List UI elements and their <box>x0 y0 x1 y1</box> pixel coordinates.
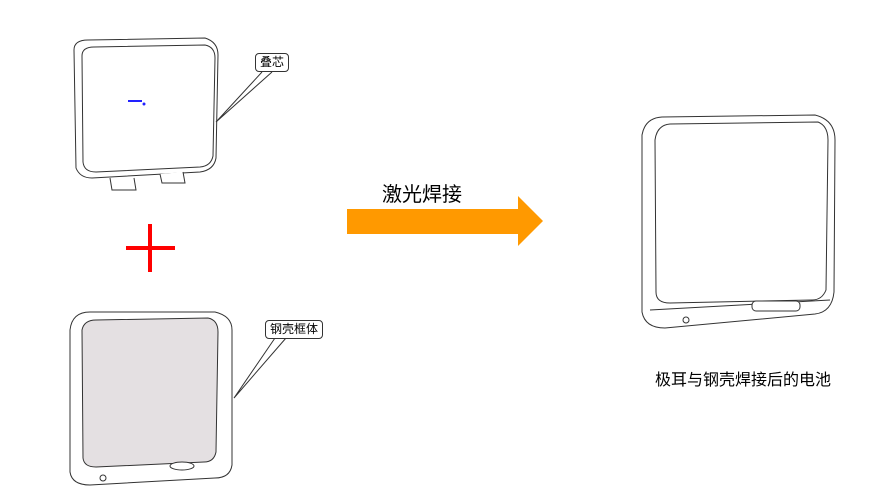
process-arrow-icon <box>347 196 543 246</box>
welded-battery-drawing <box>641 114 836 329</box>
plus-icon <box>126 224 175 272</box>
stack-core-drawing <box>73 37 219 191</box>
steel-shell-drawing <box>69 311 233 486</box>
result-caption: 极耳与钢壳焊接后的电池 <box>655 370 832 389</box>
process-label: 激光焊接 <box>382 182 462 206</box>
shell-leader <box>233 337 287 399</box>
stack-core-label: 叠芯 <box>255 53 290 72</box>
steel-shell-frame-label: 钢壳框体 <box>265 320 324 339</box>
stack-core-leader <box>215 71 273 123</box>
